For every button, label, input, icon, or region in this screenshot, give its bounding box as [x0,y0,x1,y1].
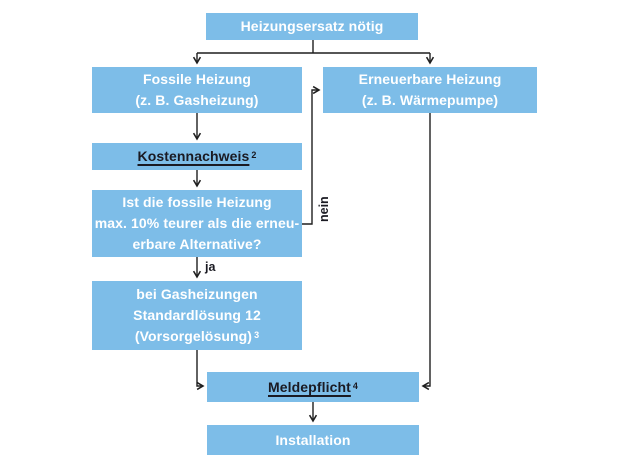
node-renewable-heating: Erneuerbare Heizung (z. B. Wärmepumpe) [323,67,537,113]
node-kostennachweis-footnote: 2 [251,150,257,160]
edge-label-ja: ja [205,260,216,274]
node-fossil-heating-line2: (z. B. Gasheizung) [135,92,259,108]
node-meldepflicht: Meldepflicht 4 [207,372,419,402]
node-kostennachweis-label: Kostennachweis [137,148,250,164]
node-kostennachweis: Kostennachweis 2 [92,143,302,170]
node-meldepflicht-label: Meldepflicht [268,378,351,395]
node-standard-solution-line2: Standardlösung 12 [133,307,261,323]
node-meldepflicht-row: Meldepflicht 4 [268,377,358,398]
node-fossil-heating-line1: Fossile Heizung [142,71,252,87]
connector-standard-to-meldepflicht [196,350,205,391]
node-kostennachweis-row: Kostennachweis 2 [138,146,257,167]
connector-renewable-to-meldepflicht [421,113,431,391]
node-fossil-heating: Fossile Heizung (z. B. Gasheizung) [92,67,302,113]
node-renewable-heating-line1: Erneuerbare Heizung [358,71,502,87]
node-question: Ist die fossile Heizung max. 10% teurer … [92,190,302,257]
node-renewable-heating-line2: (z. B. Wärmepumpe) [361,92,499,108]
node-standard-solution: bei Gasheizungen Standardlösung 12 (Vors… [92,281,302,350]
node-start-label: Heizungsersatz nötig [240,18,384,34]
node-installation-label: Installation [275,431,351,448]
node-meldepflicht-footnote: 4 [352,380,358,391]
node-standard-solution-line3: (Vorsorgelösung) 3 [135,326,259,347]
node-standard-solution-line1: bei Gasheizungen [136,286,258,302]
node-standard-solution-line3-text: (Vorsorgelösung) [134,328,253,344]
connector-question-to-renewable-nein [302,85,321,225]
edge-label-nein: nein [317,196,331,222]
node-start: Heizungsersatz nötig [206,13,418,40]
node-standard-solution-footnote: 3 [254,330,260,340]
node-question-line3: erbare Alternative? [132,236,262,252]
node-question-line2: max. 10% teurer als die erneu- [94,215,300,231]
node-installation: Installation [207,425,419,455]
node-question-line1: Ist die fossile Heizung [122,194,272,210]
